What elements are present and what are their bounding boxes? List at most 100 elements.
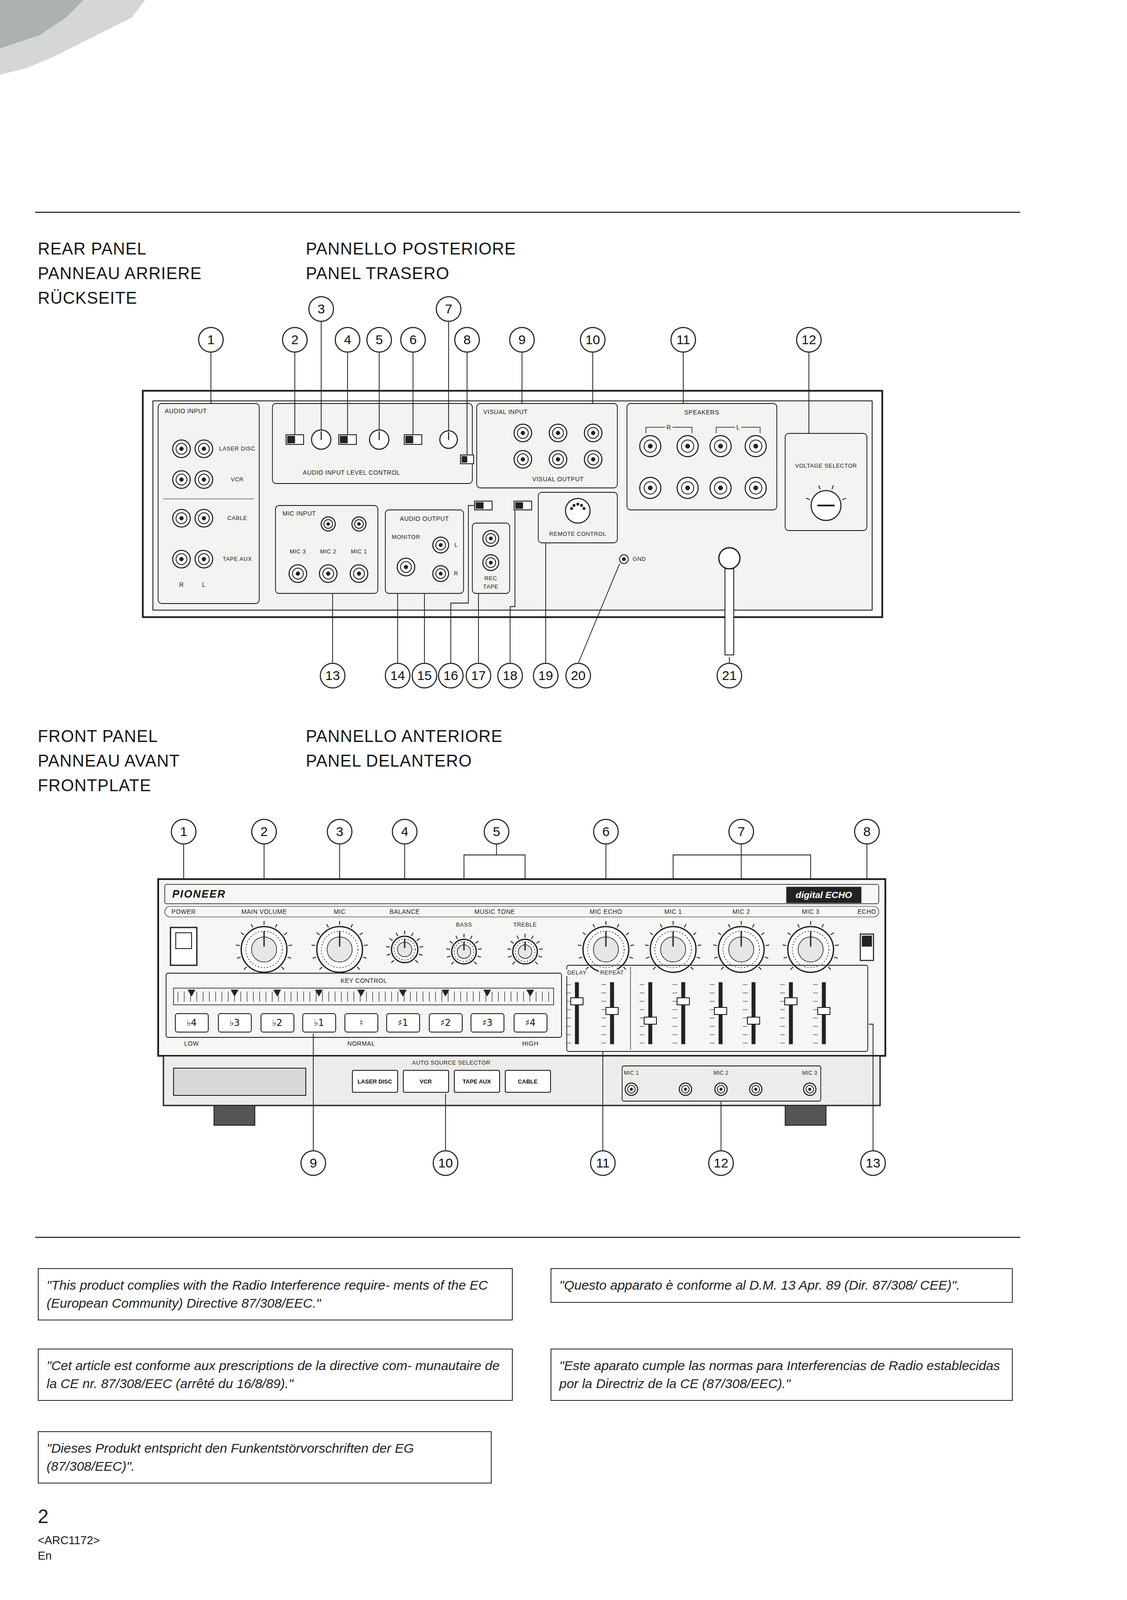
trim-knob: [311, 429, 331, 450]
scale-tick: [221, 991, 223, 1001]
jack-ring: [176, 474, 188, 486]
rotary-knob: [236, 920, 292, 972]
slider-tick: [566, 1034, 571, 1035]
page-footer: <ARC1172>: [37, 1533, 100, 1547]
jack-ring: [176, 512, 188, 524]
scale-tick: [472, 991, 474, 1001]
knob-tick: [539, 948, 543, 950]
knob-knurl: [394, 938, 416, 960]
knob-tick: [761, 932, 765, 935]
knob-pointer: [605, 931, 607, 946]
node-text: VCR: [419, 1077, 432, 1085]
rca-jack: [549, 450, 567, 468]
slider-cap: [714, 1007, 727, 1015]
terminal-cap: [677, 477, 699, 499]
callout-number: 11: [676, 332, 690, 348]
jack-pin: [521, 457, 526, 462]
scale-tick: [441, 991, 443, 1001]
scale-tick: [284, 991, 285, 1001]
speaker-terminal: [677, 477, 699, 499]
callout-circle: [593, 818, 619, 844]
rca-jack: [482, 554, 499, 571]
panel-legend: L: [452, 541, 460, 549]
slider-tick: [813, 1034, 818, 1035]
leader-line: [339, 843, 341, 878]
callout-number: 18: [502, 667, 518, 684]
knob-body: [391, 935, 418, 963]
rca-jack: [172, 439, 191, 458]
voltage-section: [785, 433, 867, 531]
rotary-knob: [782, 920, 839, 972]
jack-pin: [489, 560, 493, 565]
panel-legend: L: [200, 580, 207, 588]
knob-tick: [357, 966, 360, 969]
knob-tick: [646, 956, 650, 958]
knob-body: [512, 938, 538, 964]
cord-grommet: [718, 547, 740, 569]
panel-legend: MIC 1: [349, 548, 369, 555]
switch-body: [404, 434, 422, 445]
leader-line: [448, 321, 450, 431]
foot: [213, 1105, 255, 1125]
terminal-ring: [714, 439, 727, 453]
knob-knurl: [515, 941, 536, 962]
panel-legend: VOLTAGE SELECTOR: [793, 462, 859, 470]
jack-shell: [172, 439, 191, 458]
slider-tick: [566, 1025, 571, 1027]
leader-line: [605, 843, 607, 878]
callout-number: 13: [865, 1155, 881, 1171]
jack-shell: [195, 550, 213, 568]
slide-switch: [404, 434, 422, 445]
slider-tick: [601, 1042, 606, 1044]
rca-jack: [397, 558, 415, 576]
slide-switch: [514, 500, 532, 510]
slider-tick: [672, 1034, 678, 1035]
terminal-hole: [753, 485, 758, 490]
power-cord: [724, 568, 734, 655]
slider-tick: [813, 984, 818, 985]
key-button: ♯1: [386, 1012, 421, 1033]
leader-line: [332, 593, 334, 664]
knob-tick: [684, 924, 686, 927]
jack-ring: [323, 519, 333, 529]
switch-body: [286, 434, 304, 445]
knob-tick: [446, 948, 450, 950]
slider-tick: [639, 1025, 645, 1027]
rca-jack: [195, 550, 213, 568]
rotary-knob: [645, 920, 701, 972]
knob-tick: [316, 932, 320, 935]
panel-heading: FRONTPLATE: [37, 775, 152, 796]
din-pin: [576, 502, 580, 506]
knob-tick: [828, 966, 831, 969]
leader-line: [496, 843, 497, 855]
leader-line: [578, 563, 620, 664]
panel-heading: PANEL TRASERO: [305, 264, 450, 284]
slider-tick: [780, 1000, 785, 1002]
din-pin: [572, 503, 576, 507]
switch-lever: [405, 435, 414, 443]
knob-tick: [696, 956, 700, 958]
callout-circle: [717, 663, 742, 688]
panel-legend: NORMAL: [346, 1039, 377, 1047]
panel-legend: KEY CONTROL: [339, 976, 389, 984]
knob-knurl: [321, 930, 358, 968]
slider-tick: [813, 992, 818, 993]
knob-tick: [713, 944, 717, 946]
panel-legend: L: [735, 423, 742, 431]
slider-slot: [648, 982, 653, 1044]
jack-ring: [627, 1084, 635, 1093]
scale-tick: [240, 991, 241, 1001]
leader-line: [808, 351, 810, 434]
slider-cap: [677, 997, 690, 1005]
compliance-note: "Este aparato cumple las normas para Int…: [550, 1348, 1013, 1401]
rca-jack: [625, 1082, 638, 1095]
leader-line: [866, 843, 868, 878]
node-text: ♯3: [481, 1017, 493, 1028]
slider-tick: [639, 984, 645, 985]
knob-tick: [690, 966, 693, 969]
leader-bracket: [673, 854, 811, 878]
callout-number: 16: [443, 667, 458, 684]
callout-number: 9: [309, 1155, 318, 1171]
leader-line: [312, 1033, 314, 1151]
source-button: CABLE: [504, 1069, 551, 1093]
